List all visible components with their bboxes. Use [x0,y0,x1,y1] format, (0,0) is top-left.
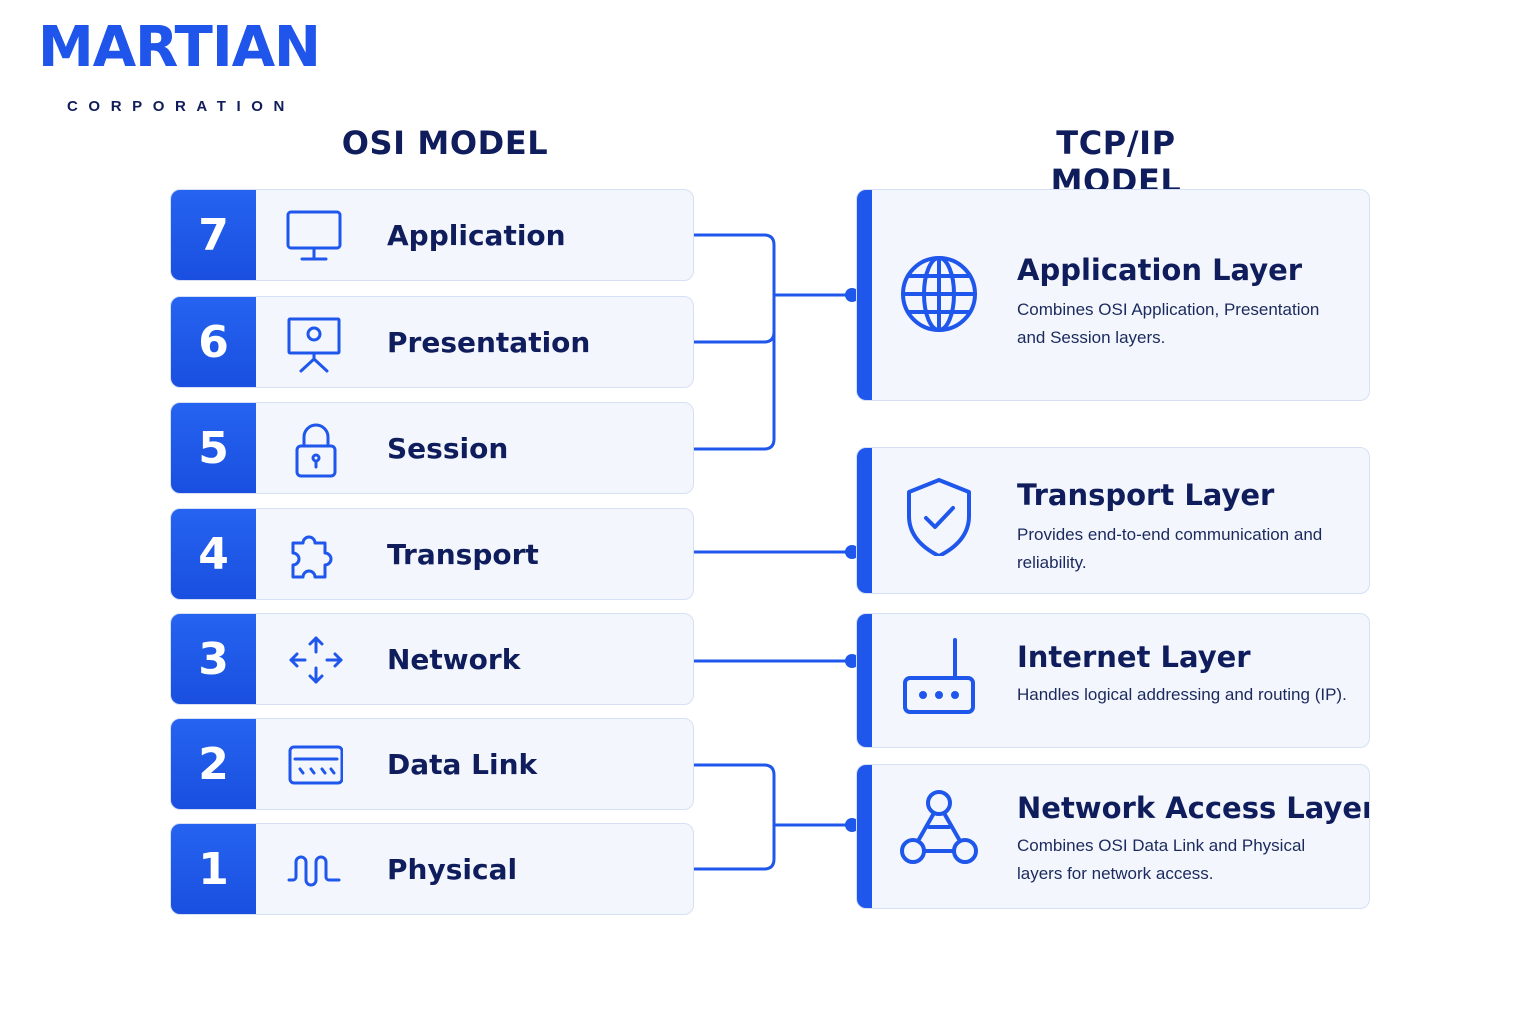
tcp-layer-description: Provides end-to-end communication and re… [1017,525,1323,572]
signal-wave-icon [287,855,341,887]
tcp-layer-title: Application Layer [1017,253,1303,287]
layer-label: Transport [387,537,539,571]
lock-icon [295,423,337,478]
layer-number: 6 [171,297,256,387]
globe-icon [901,256,977,332]
company-logo: MARTIAN CORPORATION [38,15,338,116]
layer-label: Network [387,642,521,676]
connector-bracket-lower [694,763,776,871]
connector-dot [845,545,859,559]
osi-layer-7: 7 Application [170,189,694,281]
osi-model-heading: OSI MODEL [341,124,549,162]
layer-number: 2 [171,719,256,809]
monitor-icon [286,210,342,261]
layer-label: Application [387,218,566,252]
logo-wordmark: MARTIAN [38,15,321,80]
layer-number: 1 [171,824,256,914]
osi-layer-1: 1 Physical [170,823,694,915]
connector-bracket-upper [694,233,776,451]
presentation-board-icon [287,317,341,373]
tcp-application-layer-card: Application Layer Combines OSI Applicati… [856,189,1370,401]
layer-label: Physical [387,852,518,886]
tcp-layer-description: Handles logical addressing and routing (… [1017,685,1347,704]
tcp-transport-layer-card: Transport Layer Provides end-to-end comm… [856,447,1370,594]
osi-layer-4: 4 Transport [170,508,694,600]
tcp-network-access-layer-card: Network Access Layer Combines OSI Data L… [856,764,1370,909]
layer-label: Presentation [387,325,591,359]
layer-number: 4 [171,509,256,599]
osi-layer-2: 2 Data Link [170,718,694,810]
osi-layer-3: 3 Network [170,613,694,705]
connector-presentation [694,331,776,344]
layer-label: Session [387,431,509,465]
shield-check-icon [907,478,971,556]
logo-subtitle: CORPORATION [67,98,295,115]
accent-bar [857,190,872,400]
tcp-layer-title: Internet Layer [1017,640,1251,674]
layer-number: 5 [171,403,256,493]
router-icon [903,638,975,714]
network-nodes-icon [900,790,978,864]
layer-label: Data Link [387,747,538,781]
layer-number: 3 [171,614,256,704]
tcp-layer-title: Network Access Layer [1017,791,1370,825]
tcp-internet-layer-card: Internet Layer Handles logical addressin… [856,613,1370,748]
connector-dot [845,654,859,668]
connector-dot [845,818,859,832]
accent-bar [857,614,872,747]
layer-number: 7 [171,190,256,280]
osi-layer-6: 6 Presentation [170,296,694,388]
tcp-layer-title: Transport Layer [1017,478,1275,512]
osi-layer-5: 5 Session [170,402,694,494]
tcp-layer-description: Combines OSI Data Link and Physical laye… [1017,836,1306,883]
accent-bar [857,765,872,908]
puzzle-icon [291,535,333,579]
connector-dot [845,288,859,302]
tcp-layer-description: Combines OSI Application, Presentation a… [1017,300,1320,347]
network-card-icon [288,745,343,785]
move-arrows-icon [289,636,343,684]
accent-bar [857,448,872,593]
